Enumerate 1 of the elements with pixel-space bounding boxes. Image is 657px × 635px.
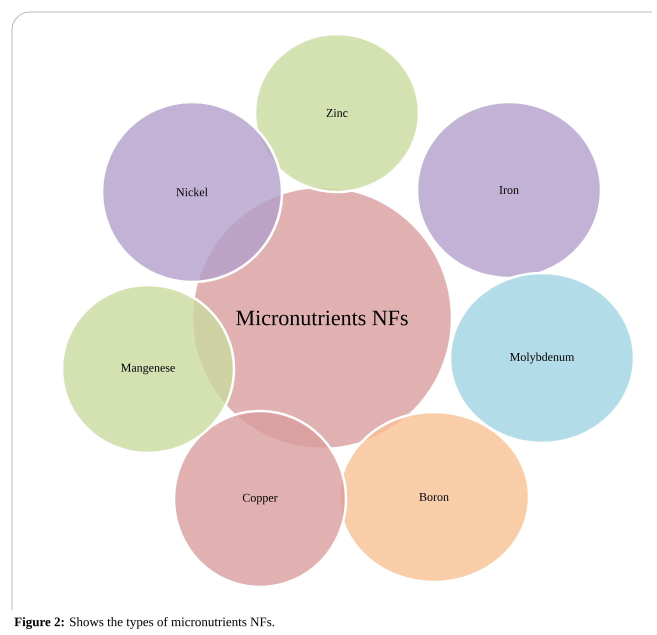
figure-caption: Figure 2: Shows the types of micronutrients NFs. [14, 616, 274, 629]
